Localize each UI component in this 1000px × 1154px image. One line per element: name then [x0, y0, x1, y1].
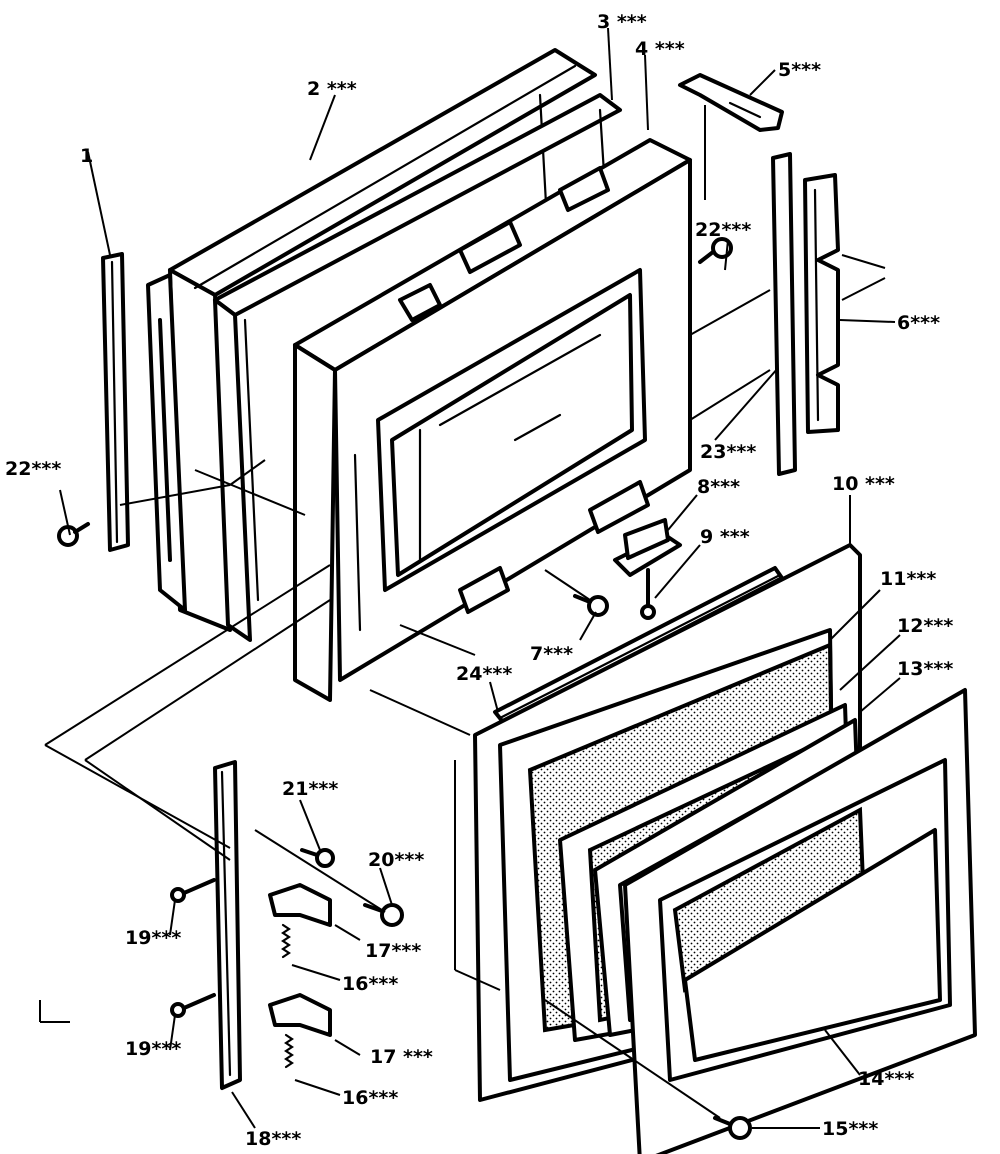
- assembly-guide-lines: [39, 254, 886, 1119]
- callout-21: 21***: [282, 778, 338, 800]
- part-21-screw: [300, 848, 335, 868]
- part-4-inner-frame: [293, 138, 692, 702]
- callout-6: 6***: [897, 312, 940, 334]
- callout-20: 20***: [368, 849, 424, 871]
- part-3-door-liner: [213, 93, 622, 642]
- callout-12: 12***: [897, 615, 953, 637]
- part-5-bracket: [678, 73, 784, 132]
- callout-9: 9 ***: [700, 526, 750, 548]
- part-16-spring-upper: [281, 923, 291, 959]
- part-19-screw-lower: [170, 993, 216, 1018]
- callout-1: 1: [80, 145, 93, 167]
- callout-14: 14***: [858, 1068, 914, 1090]
- part-2-outer-panel: [146, 48, 597, 632]
- callout-19-lower: 19***: [125, 1038, 181, 1060]
- callout-23: 23***: [700, 441, 756, 463]
- callout-16-lower: 16***: [342, 1087, 398, 1109]
- callout-5: 5***: [778, 59, 821, 81]
- callout-4: 4 ***: [635, 38, 685, 60]
- callout-11: 11***: [880, 568, 936, 590]
- part-7-screw: [573, 594, 609, 617]
- part-15-screw: [713, 1116, 752, 1140]
- callout-10: 10 ***: [832, 473, 895, 495]
- callout-16-upper: 16***: [342, 973, 398, 995]
- part-23-gasket-strip: [771, 152, 797, 476]
- callout-17-lower: 17 ***: [370, 1046, 433, 1068]
- part-17-latch-upper: [268, 883, 332, 927]
- callout-7: 7***: [530, 643, 573, 665]
- part-20-screw: [363, 903, 404, 927]
- callout-15: 15***: [822, 1118, 878, 1140]
- part-8-hinge-bracket: [613, 518, 682, 577]
- part-19-screw-upper: [170, 878, 216, 903]
- part-16-spring-lower: [284, 1033, 294, 1069]
- callout-8: 8***: [697, 476, 740, 498]
- callout-22-lower: 22***: [5, 458, 61, 480]
- part-1-side-trim: [101, 252, 130, 552]
- part-22-screw-lower: [57, 522, 90, 547]
- callout-2: 2 ***: [307, 78, 357, 100]
- callout-18: 18***: [245, 1128, 301, 1150]
- callout-19-upper: 19***: [125, 927, 181, 949]
- callout-leaders: [59, 27, 901, 1129]
- part-9-screw: [640, 568, 656, 620]
- callout-17-upper: 17***: [365, 940, 421, 962]
- part-14-outer-door-panel: [623, 688, 977, 1154]
- part-18-latch-plate: [213, 760, 242, 1090]
- callout-24: 24***: [456, 663, 512, 685]
- callout-3: 3 ***: [597, 11, 647, 33]
- callout-22-upper: 22***: [695, 219, 751, 241]
- part-17-latch-lower: [268, 993, 332, 1037]
- callout-13: 13***: [897, 658, 953, 680]
- part-6-vent-channel: [803, 173, 840, 434]
